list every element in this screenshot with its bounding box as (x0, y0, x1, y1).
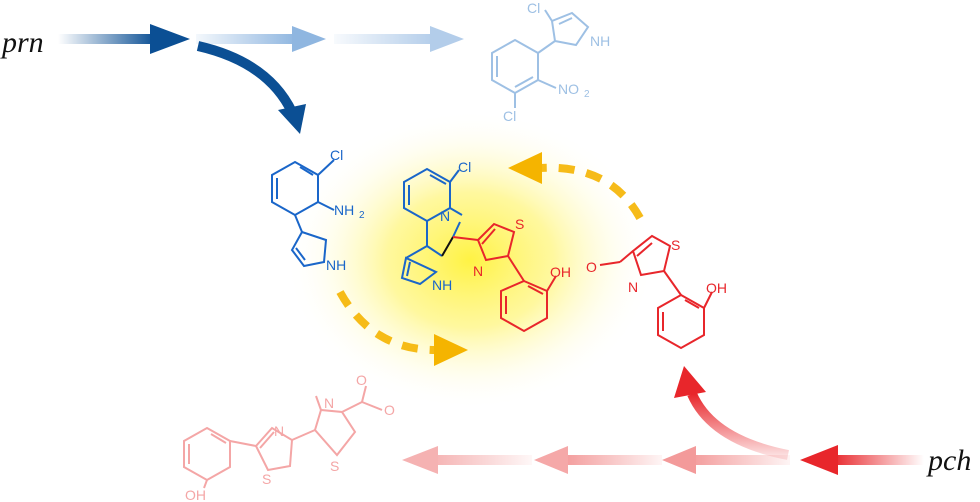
faded-thiazoline-product-structure (183, 385, 383, 489)
faded-bottom-oh: OH (185, 487, 206, 502)
faded-cl-bottom: Cl (503, 108, 516, 124)
dashed-arrow-right (508, 152, 644, 220)
faded-nh: NH (590, 33, 610, 49)
product-s: S (515, 216, 524, 232)
central-product-pch-part (452, 222, 557, 333)
product-nh: NH (432, 277, 452, 293)
faded-bottom-s2: S (330, 458, 339, 474)
amino-pyrrole-nh: NH (326, 257, 346, 273)
aldehyde-n: N (628, 279, 638, 295)
faded-no2-sub: 2 (584, 89, 590, 100)
faded-cl-top: Cl (527, 0, 540, 16)
product-pyridine-n: N (440, 208, 450, 224)
prn-arrow-down-curve (196, 41, 306, 134)
prn-arrow-main (58, 24, 190, 54)
pyridine-bond (452, 221, 461, 238)
amino-nh2-sub: 2 (359, 210, 365, 221)
faded-bottom-o2: O (384, 402, 395, 418)
amino-nh2: NH (334, 202, 354, 218)
product-thiazole-n: N (473, 263, 483, 279)
aldehyde-s: S (671, 237, 680, 253)
central-product-prn-part (400, 167, 463, 286)
aldehyde-intermediate-structure (599, 234, 713, 350)
amino-cl: Cl (330, 147, 343, 163)
pch-label: pch (926, 444, 971, 477)
prn-arrow-faded-1 (196, 26, 326, 52)
faded-bottom-n2: N (324, 395, 334, 411)
faded-nitro-product-structure (491, 9, 590, 108)
faded-no2: NO (558, 81, 579, 97)
pch-arrow-faded-3 (402, 446, 532, 474)
product-cl: Cl (458, 159, 471, 175)
aldehyde-o: O (586, 259, 597, 275)
new-cc-bond (441, 236, 454, 257)
pch-arrow-main (800, 445, 924, 475)
amino-intermediate-structure (271, 159, 335, 268)
dashed-arrow-left (336, 290, 468, 366)
product-oh: OH (550, 264, 571, 280)
aldehyde-oh: OH (706, 280, 727, 296)
prn-label: prn (0, 26, 44, 59)
faded-bottom-o1: O (356, 372, 367, 388)
pch-arrow-faded-1 (662, 446, 790, 474)
faded-bottom-s1: S (262, 471, 271, 487)
faded-bottom-n1: N (274, 423, 284, 439)
pch-arrow-faded-2 (534, 446, 662, 474)
prn-arrow-faded-2 (334, 26, 464, 52)
pch-arrow-up-curve (674, 366, 789, 460)
